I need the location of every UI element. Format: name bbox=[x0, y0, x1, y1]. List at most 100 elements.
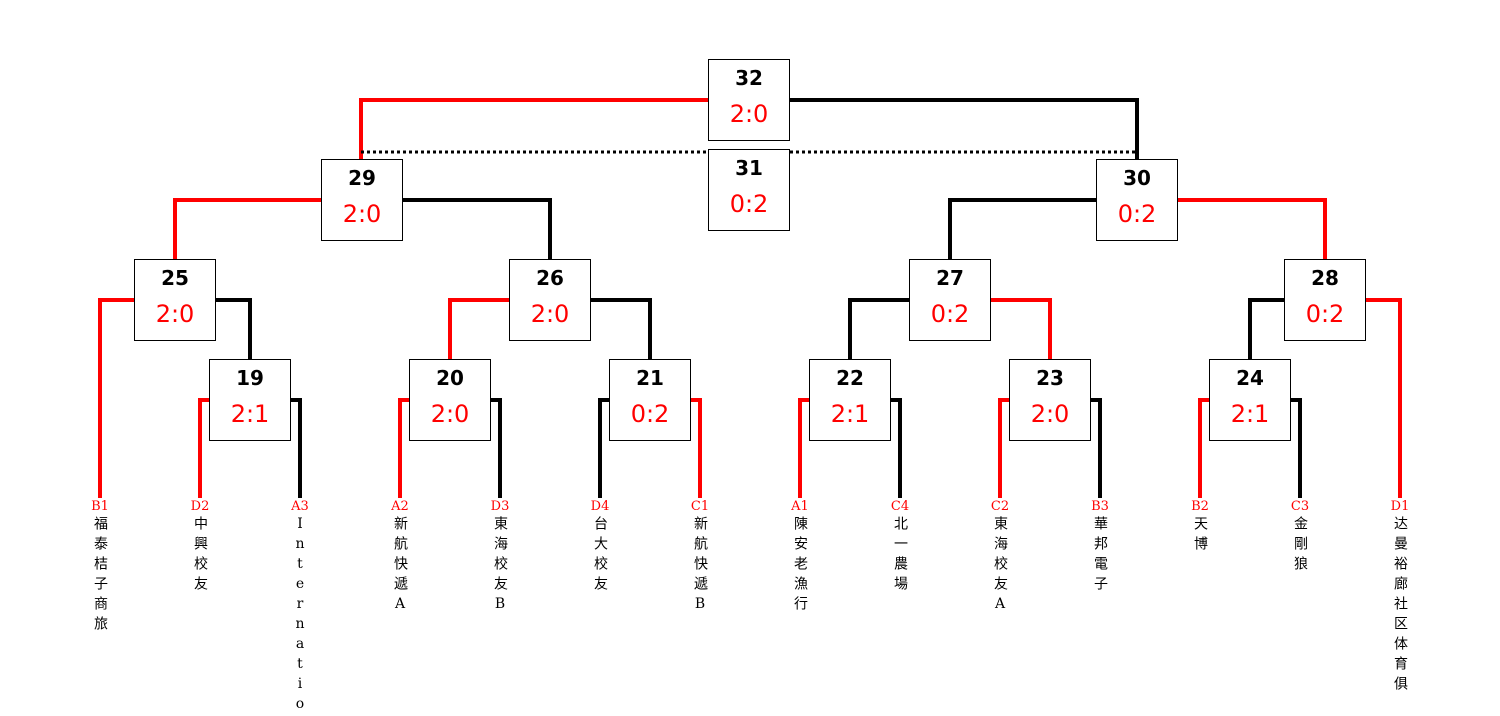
team-seed-code: D4 bbox=[590, 499, 610, 514]
connector-leaf-left bbox=[198, 398, 209, 498]
connector-30-28 bbox=[1178, 198, 1327, 259]
team-entry: C3 金剛狼 bbox=[1280, 499, 1320, 577]
connector-30-27 bbox=[948, 198, 1096, 259]
team-seed-code: B1 bbox=[91, 499, 109, 514]
connector-28-D1 bbox=[1366, 298, 1402, 498]
team-entry: B2 天博 bbox=[1180, 499, 1220, 557]
match-number: 26 bbox=[536, 266, 564, 290]
match-score: 2:0 bbox=[155, 300, 195, 328]
team-name: 東海校友B bbox=[492, 516, 508, 618]
match-score: 2:1 bbox=[830, 400, 870, 428]
match-number: 24 bbox=[1236, 366, 1264, 390]
team-seed-code: C4 bbox=[890, 499, 910, 514]
team-name: 金剛狼 bbox=[1292, 516, 1308, 576]
team-seed-code: B2 bbox=[1191, 499, 1209, 514]
match-score: 2:0 bbox=[530, 300, 570, 328]
match-number: 21 bbox=[636, 366, 664, 390]
match-score: 2:1 bbox=[230, 400, 270, 428]
match-number: 23 bbox=[1036, 366, 1064, 390]
match-score: 2:0 bbox=[430, 400, 470, 428]
match-number: 30 bbox=[1123, 166, 1151, 190]
team-seed-code: A3 bbox=[291, 499, 309, 514]
team-name: 華邦電子 bbox=[1092, 516, 1108, 596]
match-number: 27 bbox=[936, 266, 964, 290]
match-number: 25 bbox=[161, 266, 189, 290]
bracket-lines bbox=[98, 98, 1402, 498]
connector-26-21 bbox=[591, 298, 652, 359]
connector-leaf-left bbox=[798, 398, 809, 498]
team-entry: A1 陳安老漁行 bbox=[780, 499, 820, 617]
team-seed-code: D2 bbox=[190, 499, 210, 514]
connector-leaf-right bbox=[291, 398, 302, 498]
match-number: 32 bbox=[735, 66, 763, 90]
connector-leaf-right bbox=[491, 398, 502, 498]
match-number: 19 bbox=[236, 366, 264, 390]
match-score: 0:2 bbox=[630, 400, 670, 428]
connector-25-B1 bbox=[98, 298, 134, 498]
match-number: 20 bbox=[436, 366, 464, 390]
team-seed-code: C1 bbox=[690, 499, 710, 514]
match-number: 31 bbox=[735, 156, 763, 180]
match-score: 0:2 bbox=[930, 300, 970, 328]
connector-32-29 bbox=[359, 98, 708, 159]
connector-29-25 bbox=[173, 198, 321, 259]
connector-28-24 bbox=[1248, 298, 1284, 359]
team-entry: D1 达曼裕廊社区体育俱 bbox=[1380, 499, 1420, 697]
team-entry: B1 福泰桔子商旅 bbox=[80, 499, 120, 637]
team-name: 天博 bbox=[1192, 516, 1208, 556]
match-score: 2:0 bbox=[342, 200, 382, 228]
connector-27-23 bbox=[991, 298, 1052, 359]
team-name: 北一農場 bbox=[892, 516, 908, 596]
connector-leaf-left bbox=[1198, 398, 1209, 498]
connector-32-30 bbox=[790, 98, 1139, 159]
match-number: 29 bbox=[348, 166, 376, 190]
connector-leaf-left bbox=[598, 398, 609, 498]
team-name: Internatio bbox=[292, 516, 308, 716]
team-seed-code: B3 bbox=[1091, 499, 1109, 514]
team-seed-code: C3 bbox=[1290, 499, 1310, 514]
connector-leaf-right bbox=[891, 398, 902, 498]
team-entry: B3 華邦電子 bbox=[1080, 499, 1120, 597]
connector-leaf-left bbox=[998, 398, 1009, 498]
match-score: 0:2 bbox=[1305, 300, 1345, 328]
connector-leaf-right bbox=[1291, 398, 1302, 498]
match-score: 2:0 bbox=[729, 100, 769, 128]
team-name: 达曼裕廊社区体育俱 bbox=[1392, 516, 1408, 696]
team-entry: D2 中興校友 bbox=[180, 499, 220, 597]
team-name: 中興校友 bbox=[192, 516, 208, 596]
team-seed-code: C2 bbox=[990, 499, 1010, 514]
team-name: 陳安老漁行 bbox=[792, 516, 808, 616]
team-seed-code: A2 bbox=[391, 499, 409, 514]
team-entry: D4 台大校友 bbox=[580, 499, 620, 597]
match-number: 28 bbox=[1311, 266, 1339, 290]
team-seed-code: D1 bbox=[1390, 499, 1410, 514]
team-name: 福泰桔子商旅 bbox=[92, 516, 108, 636]
team-entry: C4 北一農場 bbox=[880, 499, 920, 597]
connector-leaf-right bbox=[691, 398, 702, 498]
team-name: 台大校友 bbox=[592, 516, 608, 596]
team-seed-code: A1 bbox=[791, 499, 809, 514]
match-number: 22 bbox=[836, 366, 864, 390]
match-score: 2:0 bbox=[1030, 400, 1070, 428]
connector-27-22 bbox=[848, 298, 909, 359]
connector-29-26 bbox=[403, 198, 552, 259]
connector-leaf-left bbox=[398, 398, 409, 498]
